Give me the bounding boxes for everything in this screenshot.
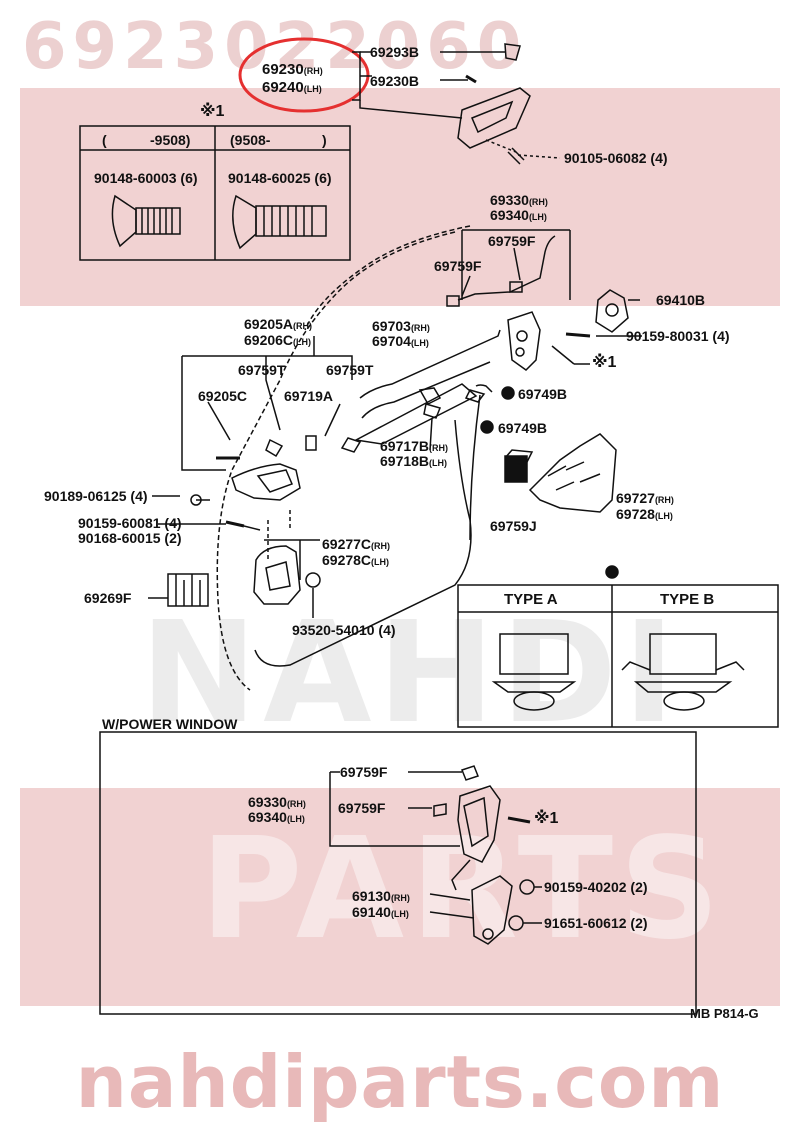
label-69704: 69704(LH)	[372, 333, 429, 349]
label-69293b: 69293B	[370, 44, 420, 60]
label-pw-69330: 69330(RH)	[248, 794, 306, 810]
footer-code: MB P814-G	[690, 1006, 759, 1021]
label-69206c: 69206C(LH)	[244, 332, 312, 348]
label-69717b: 69717B(RH)	[380, 438, 449, 454]
legend-col1-open: (	[102, 132, 107, 148]
highlight-ellipse	[238, 37, 370, 113]
label-type-b: TYPE B	[660, 591, 715, 608]
label-69205c: 69205C	[198, 388, 248, 404]
legend-col2-code: (9508-	[230, 132, 271, 148]
label-90159-60081: 90159-60081 (4)	[78, 515, 182, 531]
label-69703: 69703(RH)	[372, 318, 430, 334]
label-pw-90159: 90159-40202 (2)	[544, 879, 648, 895]
label-90159-80031: 90159-80031 (4)	[626, 328, 730, 344]
label-69230: 69230(RH)	[262, 61, 323, 78]
label-pw-69759f-a: 69759F	[340, 764, 388, 780]
label-93520: 93520-54010 (4)	[292, 622, 396, 638]
legend-col1-code: -9508)	[150, 132, 191, 148]
label-69277c: 69277C(RH)	[322, 536, 391, 552]
label-69230b: 69230B	[370, 73, 420, 89]
legend-col2-close: )	[322, 132, 327, 148]
label-pw-69340: 69340(LH)	[248, 809, 305, 825]
watermark-band-text-1: NAHDI	[140, 592, 681, 755]
label-69240: 69240(LH)	[262, 79, 322, 96]
label-90105: 90105-06082 (4)	[564, 150, 668, 166]
label-69278c: 69278C(LH)	[322, 552, 390, 568]
label-69759j: 69759J	[490, 518, 537, 534]
label-type-a: TYPE A	[504, 591, 558, 608]
label-pw-69130: 69130(RH)	[352, 888, 410, 904]
label-69205a: 69205A(RH)	[244, 316, 313, 332]
legend-col1-part: 90148-60003 (6)	[94, 170, 198, 186]
legend-mark: ※1	[200, 103, 225, 120]
footer-watermark: nahdiparts.com	[75, 1040, 725, 1124]
label-69759f-a: 69759F	[488, 233, 536, 249]
label-69330: 69330(RH)	[490, 192, 548, 208]
label-69759f-b: 69759F	[434, 258, 482, 274]
label-69759t-a: 69759T	[238, 362, 286, 378]
label-pw-69759f-b: 69759F	[338, 800, 386, 816]
label-69719a: 69719A	[284, 388, 334, 404]
label-power-window: W/POWER WINDOW	[102, 716, 238, 732]
label-69340: 69340(LH)	[490, 207, 547, 223]
label-69718b: 69718B(LH)	[380, 453, 448, 469]
label-69410b: 69410B	[656, 292, 706, 308]
label-69728: 69728(LH)	[616, 506, 673, 522]
label-90189: 90189-06125 (4)	[44, 488, 148, 504]
label-69269f: 69269F	[84, 590, 132, 606]
watermark-band-top	[20, 88, 780, 306]
label-pw-69140: 69140(LH)	[352, 904, 409, 920]
watermark-top-number: 6923022060	[22, 10, 528, 84]
label-90168: 90168-60015 (2)	[78, 530, 182, 546]
label-69749b-b: 69749B	[498, 420, 548, 436]
watermark-band-bottom	[20, 788, 780, 1006]
label-pw-91651: 91651-60612 (2)	[544, 915, 648, 931]
label-69749b-a: 69749B	[518, 386, 568, 402]
label-69727: 69727(RH)	[616, 490, 674, 506]
legend-col2-part: 90148-60025 (6)	[228, 170, 332, 186]
label-mark1-a: ※1	[592, 354, 617, 371]
label-pw-mark1: ※1	[534, 810, 559, 827]
label-69759t-b: 69759T	[326, 362, 374, 378]
